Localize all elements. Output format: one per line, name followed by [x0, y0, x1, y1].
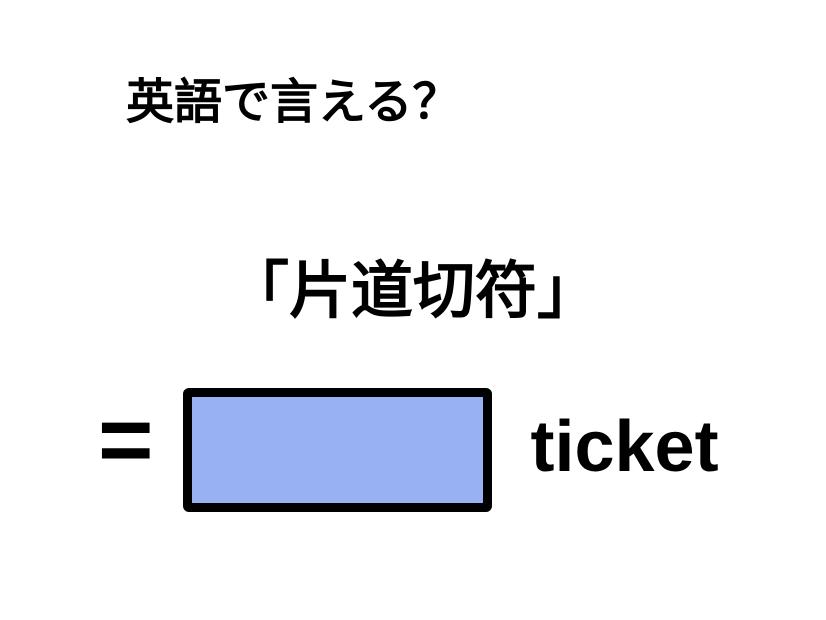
answer-suffix-label: ticket — [530, 407, 719, 487]
quiz-term: 「片道切符」 — [226, 257, 599, 326]
quiz-prompt: 英語で言える？ — [126, 76, 461, 129]
equals-sign: = — [98, 386, 154, 493]
answer-row: = ticket — [98, 388, 719, 512]
answer-box — [183, 388, 493, 512]
